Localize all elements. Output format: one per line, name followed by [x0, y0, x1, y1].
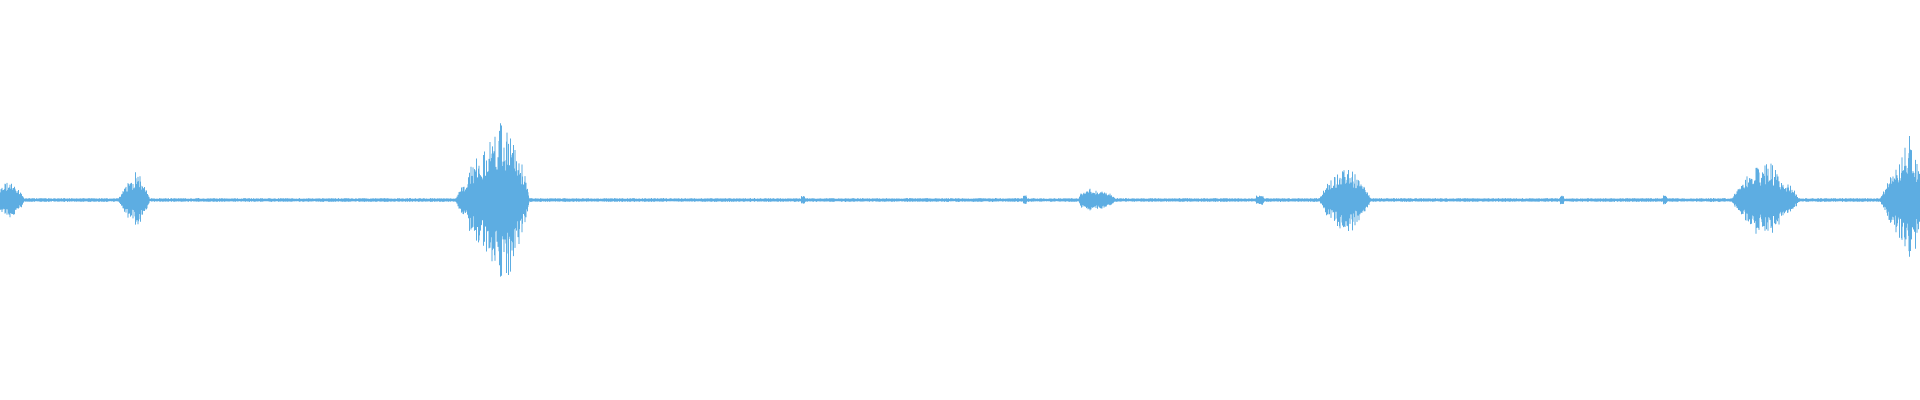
waveform-path [0, 123, 1920, 277]
